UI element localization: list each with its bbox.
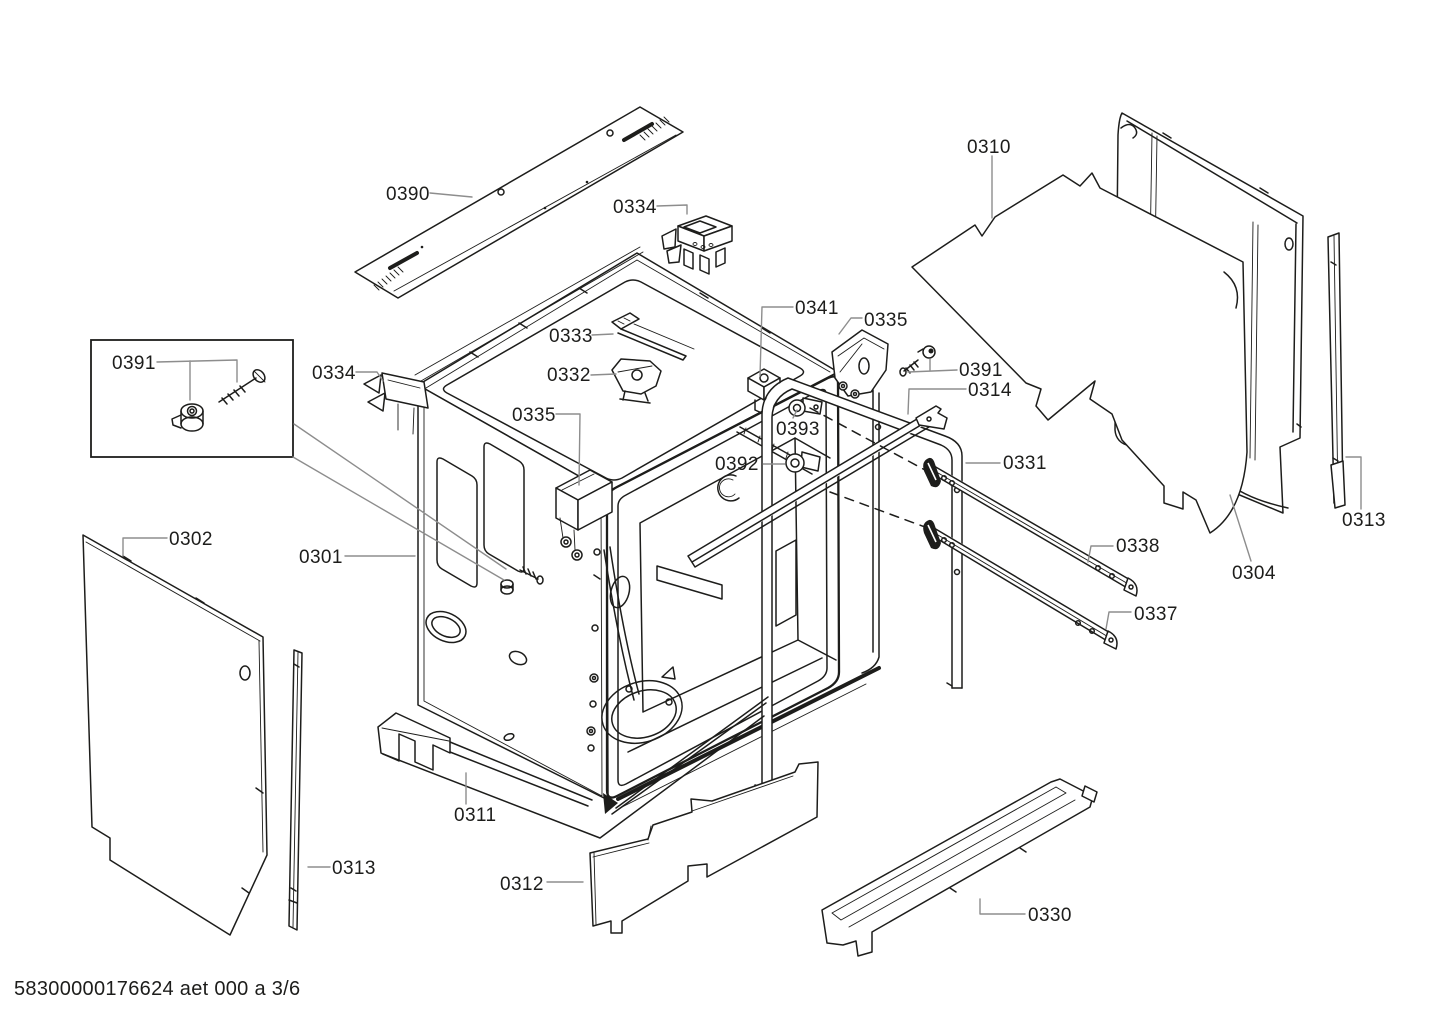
part-0332-latch xyxy=(611,358,662,404)
part-0335-right-bracket xyxy=(831,329,889,399)
part-0390-top-strip xyxy=(354,106,684,299)
part-0311-base-frame xyxy=(377,696,769,839)
part-label-0311: 0311 xyxy=(454,805,497,826)
part-label-0392: 0392 xyxy=(715,454,759,475)
part-label-0304: 0304 xyxy=(1232,563,1276,584)
part-label-0313-left: 0313 xyxy=(332,858,376,879)
part-label-0330: 0330 xyxy=(1028,905,1072,926)
callout-leader-lines xyxy=(122,155,1362,915)
part-0302-side-panel xyxy=(82,534,268,936)
part-label-0391-right: 0391 xyxy=(959,360,1003,381)
part-label-0390: 0390 xyxy=(386,184,430,205)
part-label-0393: 0393 xyxy=(776,419,820,440)
part-label-0333: 0333 xyxy=(549,326,593,347)
detail-screw-on-tub xyxy=(500,566,544,595)
part-0333-clamp-rail xyxy=(611,312,695,361)
part-0313-right-strip xyxy=(1327,232,1346,509)
part-0334-left-bracket xyxy=(363,372,429,435)
part-label-0334-left: 0334 xyxy=(312,363,356,384)
part-label-0334-top: 0334 xyxy=(613,197,657,218)
part-label-0312: 0312 xyxy=(500,874,544,895)
part-0393-roller xyxy=(788,397,823,417)
part-0313-left-strip xyxy=(288,649,303,931)
part-label-0341: 0341 xyxy=(795,298,839,319)
detail-callout-box-0391 xyxy=(90,339,294,458)
part-0391-screw-grommet-right xyxy=(899,345,936,377)
part-label-0332: 0332 xyxy=(547,365,591,386)
part-label-0314: 0314 xyxy=(968,380,1012,401)
part-0331-door-frame xyxy=(754,377,963,796)
part-0330-bottom-rail xyxy=(821,778,1098,957)
part-label-0310: 0310 xyxy=(967,137,1011,158)
part-label-0301: 0301 xyxy=(299,547,343,568)
document-code: 58300000176624 aet 000 a 3/6 xyxy=(14,978,301,1000)
part-0310-insulation-mat xyxy=(911,172,1248,534)
part-0337-rail xyxy=(923,519,1118,650)
part-label-0331: 0331 xyxy=(1003,453,1047,474)
part-label-0313-right: 0313 xyxy=(1342,510,1386,531)
part-0338-rail xyxy=(923,457,1138,597)
part-label-0338: 0338 xyxy=(1116,536,1160,557)
part-0335-center-bracket xyxy=(555,469,613,561)
projection-dashed-lines xyxy=(809,407,926,528)
part-label-0302: 0302 xyxy=(169,529,213,550)
part-0301-tub-assembly xyxy=(414,246,881,814)
part-0312-foam-insulation xyxy=(589,761,819,934)
part-0314-strip xyxy=(685,405,948,568)
part-label-0335-right: 0335 xyxy=(864,310,908,331)
part-0334-top-bracket xyxy=(661,215,733,275)
part-0392-roller-rail xyxy=(717,426,821,502)
part-label-0335-center: 0335 xyxy=(512,405,556,426)
part-label-0391-box: 0391 xyxy=(112,353,156,374)
part-label-0337: 0337 xyxy=(1134,604,1178,625)
